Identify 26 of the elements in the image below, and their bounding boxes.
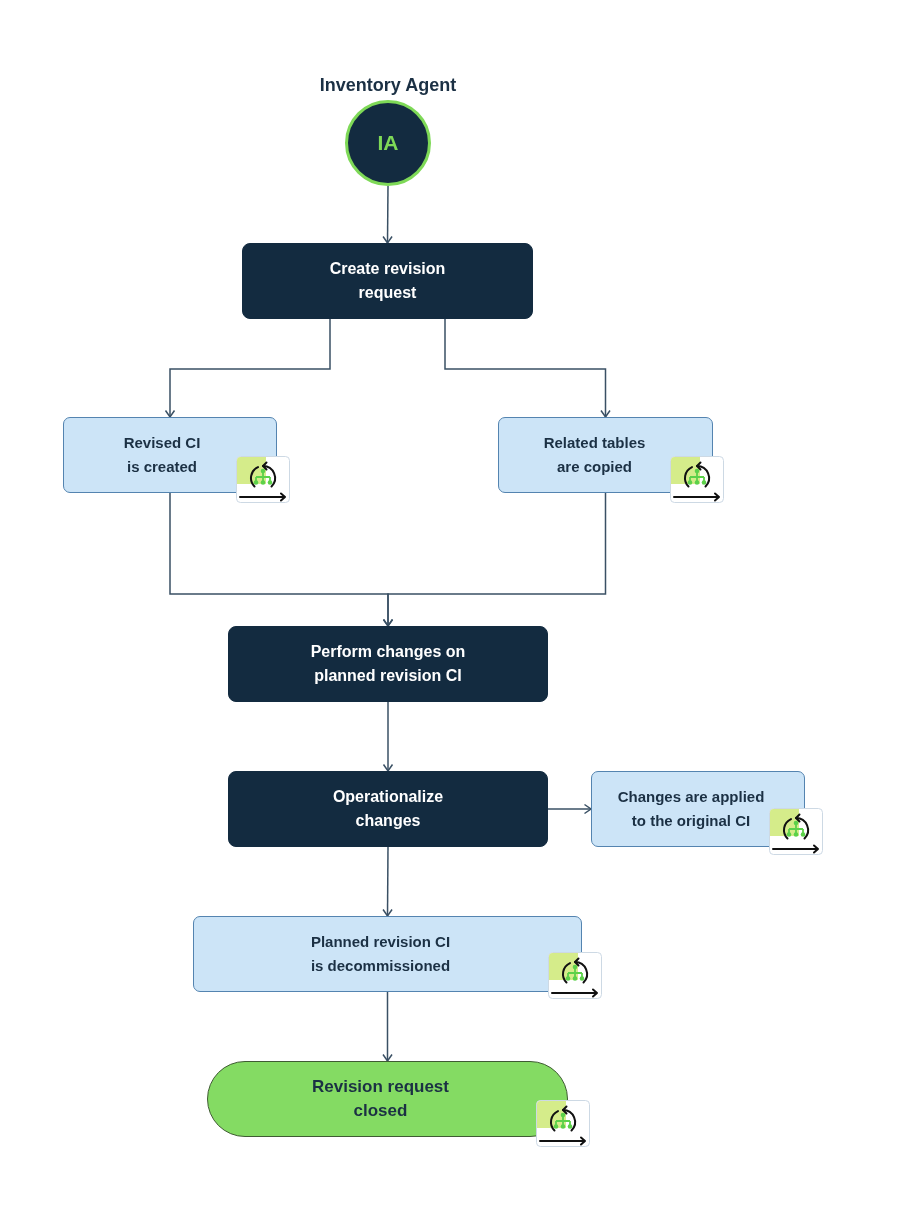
end-terminal [207,1061,568,1137]
flow-arrow [382,701,394,772]
step-label: Planned revision CI is decommissioned [309,932,452,976]
flow-arrow [382,185,393,244]
flow-arrow [382,492,607,627]
status-box [193,916,582,992]
flow-arrow [444,318,611,418]
agent-title: Inventory Agent [318,74,458,97]
process-box [228,626,548,702]
flow-arrow [547,803,592,815]
step-label: Revision request closed [311,1076,450,1122]
step-label: Changes are applied to the original CI [616,787,766,831]
flow-arrow [382,991,393,1062]
agent-initials: IA [377,131,399,155]
step-label: Related tables are copied [542,433,647,477]
flow-arrow [382,846,393,917]
process-box [242,243,533,319]
step-label: Perform changes on planned revision CI [309,642,467,686]
step-label: Create revision request [328,259,447,303]
step-label: Revised CI is created [122,433,202,477]
status-box [63,417,277,493]
step-label: Operationalize changes [331,787,445,831]
status-box [591,771,805,847]
flow-arrow [164,318,331,418]
status-box [498,417,713,493]
process-box [228,771,548,847]
